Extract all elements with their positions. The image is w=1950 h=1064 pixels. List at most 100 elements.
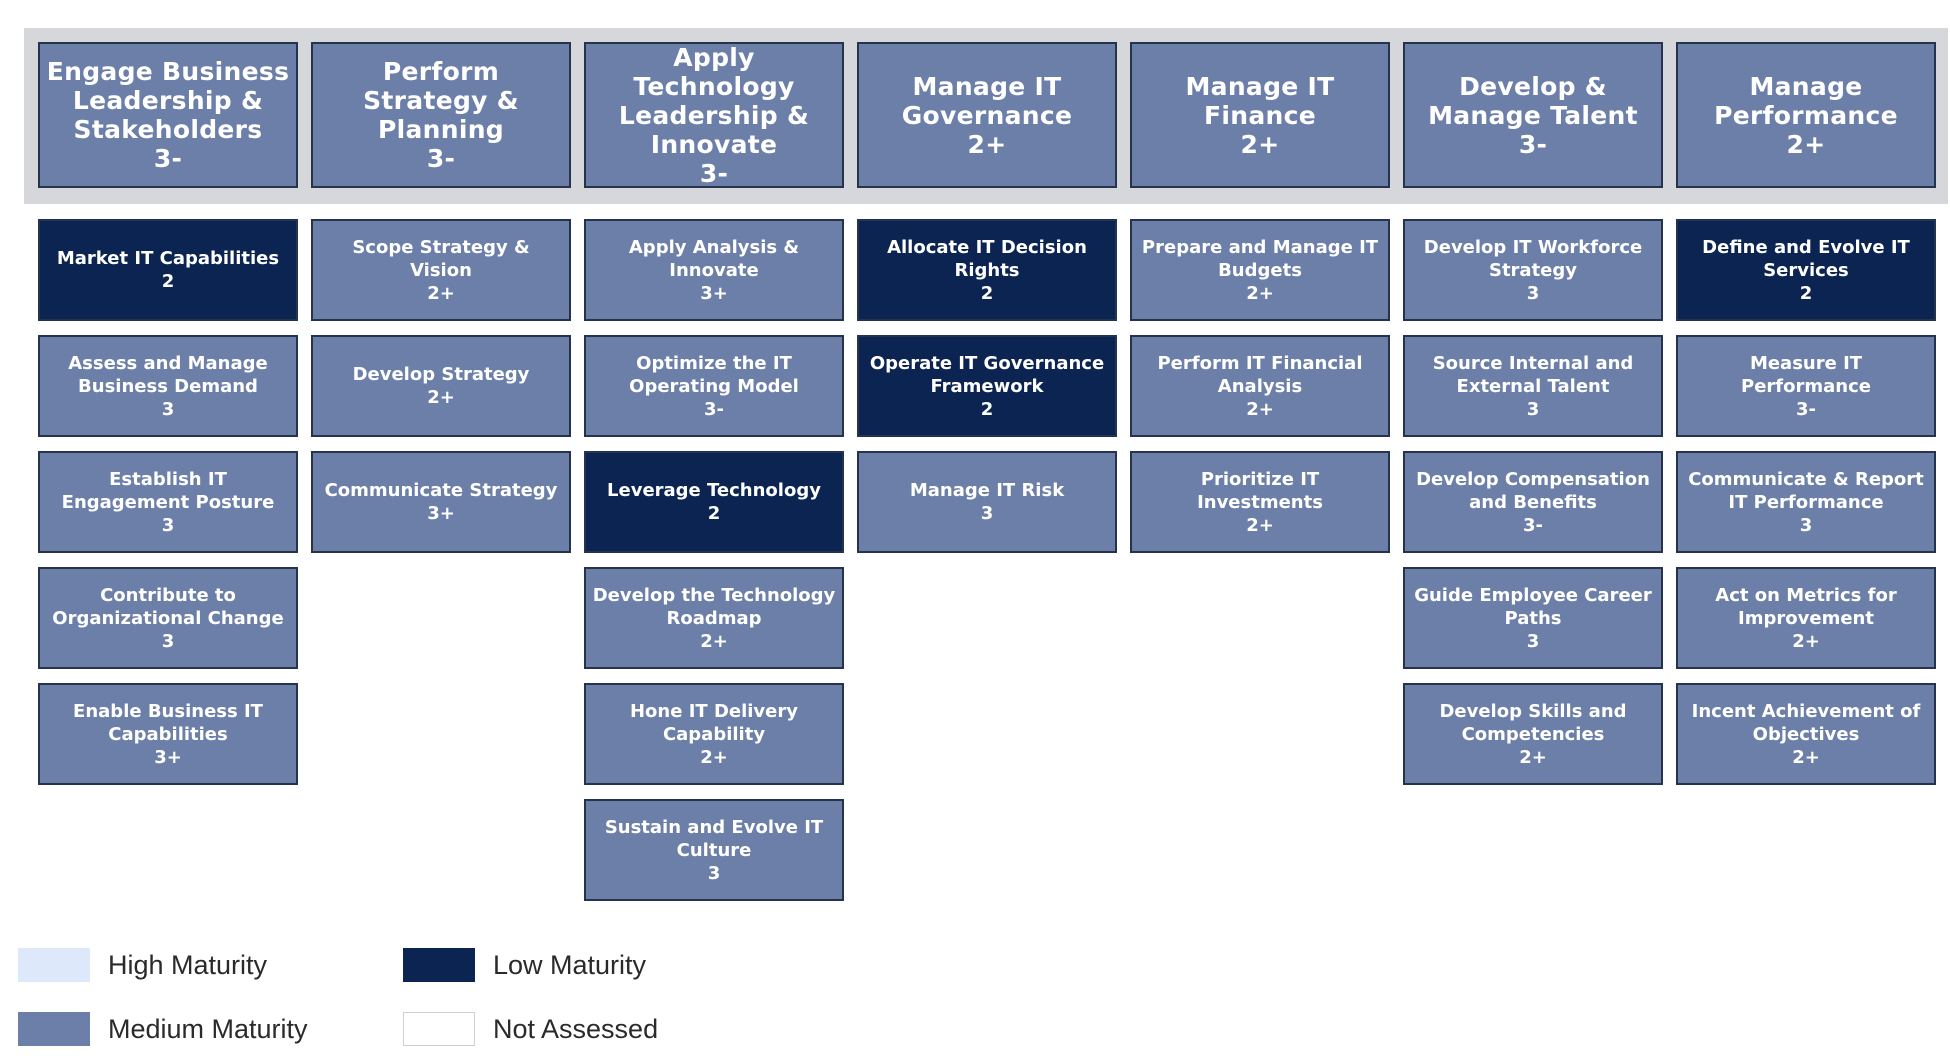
capability-cell-label: Manage IT Risk [909, 480, 1065, 501]
capability-grid: Engage Business Leadership & Stakeholder… [38, 42, 1938, 901]
capability-cell-label: Act on Metrics for Improvement [1715, 584, 1897, 629]
column-header-level: 3- [426, 144, 456, 173]
capability-cell-label: Guide Employee Career Paths [1414, 584, 1652, 629]
column-header-level: 3- [1518, 129, 1548, 159]
capability-cell-label: Perform IT Financial Analysis [1157, 352, 1363, 397]
legend-swatch-low [403, 948, 475, 982]
column-header-title: Apply Technology Leadership & Innovate [618, 42, 810, 159]
capability-cell-label: Operate IT Governance Framework [869, 352, 1105, 397]
capability-cell-label: Source Internal and External Talent [1432, 352, 1634, 397]
capability-cell-label: Market IT Capabilities [56, 248, 280, 269]
capability-cell-level: 3- [1523, 514, 1543, 536]
capability-cell-level: 2+ [427, 282, 455, 304]
capability-cell-level: 2+ [1246, 282, 1274, 304]
capability-cell-level: 3 [1526, 630, 1540, 652]
capability-cell-level: 3- [704, 398, 724, 420]
capability-cell-label: Apply Analysis & Innovate [628, 236, 800, 281]
capability-cell-label: Develop Strategy [352, 364, 530, 385]
legend-label-high: High Maturity [108, 949, 268, 980]
legend-item-medium: Medium Maturity [18, 1012, 403, 1046]
column-spacer [311, 188, 571, 219]
capability-cell-label: Scope Strategy & Vision [352, 236, 530, 281]
capability-cell-level: 2 [707, 503, 721, 524]
legend-item-not-assessed: Not Assessed [403, 1012, 703, 1046]
capability-cell-label: Optimize the IT Operating Model [629, 352, 799, 397]
legend-swatch-not-assessed [403, 1012, 475, 1046]
capability-cell-level: 2+ [1792, 630, 1820, 652]
capability-cell-label: Develop Compensation and Benefits [1416, 468, 1650, 513]
column-header: Engage Business Leadership & Stakeholder… [38, 42, 298, 188]
capability-cell-level: 3 [161, 630, 175, 652]
column-header-level: 2+ [1786, 129, 1826, 159]
column-header-title: Manage IT Governance [901, 71, 1073, 130]
capability-cell-label: Communicate & Report IT Performance [1688, 468, 1924, 513]
capability-column: Apply Technology Leadership & Innovate 3-… [584, 42, 844, 901]
legend-swatch-medium [18, 1012, 90, 1046]
capability-cell-level: 3+ [700, 282, 728, 304]
capability-cell-label: Develop the Technology Roadmap [592, 584, 836, 629]
capability-cell-level: 3+ [427, 503, 455, 524]
capability-cell-label: Prioritize IT Investments [1197, 468, 1323, 513]
capability-cell-level: 2+ [1246, 398, 1274, 420]
capability-cell-level: 2 [980, 282, 994, 304]
capability-cell-level: 2 [161, 271, 175, 292]
capability-cell-label: Communicate Strategy [324, 480, 558, 501]
capability-cell-level: 2+ [700, 746, 728, 768]
capability-cell-label: Measure IT Performance [1741, 352, 1871, 397]
capability-cell-label: Establish IT Engagement Posture [61, 468, 275, 513]
column-spacer [1130, 188, 1390, 219]
column-header-level: 2+ [967, 129, 1007, 159]
column-header-title: Manage IT Finance [1185, 71, 1335, 130]
capability-cell-label: Prepare and Manage IT Budgets [1141, 236, 1379, 281]
legend-label-not-assessed: Not Assessed [493, 1013, 659, 1044]
capability-cell-label: Sustain and Evolve IT Culture [604, 816, 824, 861]
capability-cell-label: Incent Achievement of Objectives [1691, 700, 1921, 745]
legend-swatch-high [18, 948, 90, 982]
capability-cell-label: Hone IT Delivery Capability [629, 700, 798, 745]
capability-cell-level: 2 [980, 398, 994, 420]
capability-cell-level: 2+ [1246, 514, 1274, 536]
capability-cell-level: 3+ [154, 746, 182, 768]
column-spacer [584, 188, 844, 219]
capability-cell-label: Enable Business IT Capabilities [73, 700, 263, 745]
capability-cell-level: 2+ [1519, 746, 1547, 768]
capability-cell-label: Contribute to Organizational Change [52, 584, 284, 629]
capability-cell-label: Develop Skills and Competencies [1439, 700, 1627, 745]
capability-cell-level: 3 [161, 514, 175, 536]
column-header-title: Engage Business Leadership & Stakeholder… [46, 57, 290, 144]
legend-item-high: High Maturity [18, 948, 403, 982]
legend: High Maturity Low Maturity Medium Maturi… [18, 948, 703, 1046]
column-header-title: Perform Strategy & Planning [363, 57, 519, 144]
